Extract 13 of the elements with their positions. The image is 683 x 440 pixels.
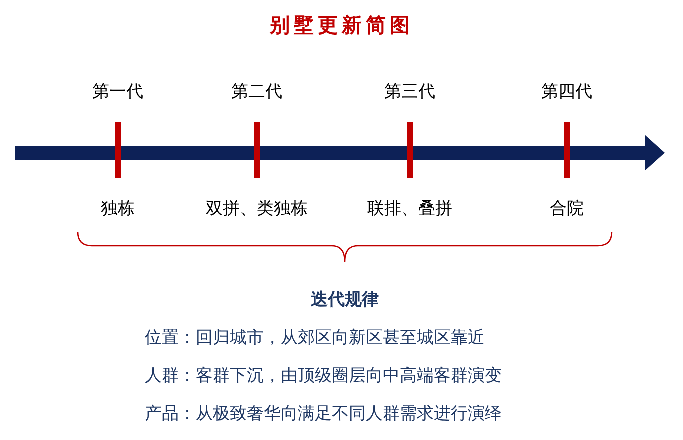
type-label: 合院 [550,198,584,220]
note-line: 人群：客群下沉，由顶级圈层向中高端客群演变 [145,365,502,387]
heading: 迭代规律 [311,289,379,311]
note-line: 产品：从极致奢华向满足不同人群需求进行演绎 [145,403,502,425]
generation-label: 第三代 [384,81,436,103]
title: 别墅更新简图 [270,12,414,39]
type-label: 联排、叠拼 [368,198,452,220]
note-line: 位置：回归城市，从郊区向新区甚至城区靠近 [145,327,485,349]
generation-label: 第一代 [92,81,144,103]
generation-label: 第二代 [232,81,282,103]
type-label: 双拼、类独栋 [206,198,308,220]
generation-label: 第四代 [542,81,592,103]
type-label: 独栋 [101,198,135,220]
